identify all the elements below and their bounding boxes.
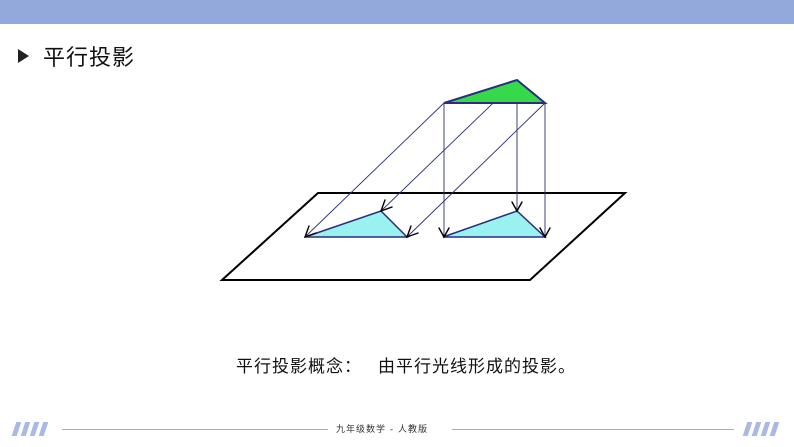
oblique-ray-left (304, 102, 445, 238)
section-heading: 平行投影 (18, 40, 135, 72)
concept-label: 平行投影概念： (236, 357, 362, 377)
object-triangle (443, 78, 548, 104)
arrowhead (405, 225, 419, 239)
footer-course-label: 九年级数学 - 人教版 (336, 425, 428, 435)
top-bar (0, 0, 794, 24)
oblique-ray-right (406, 102, 546, 238)
arrowhead (303, 225, 317, 239)
arrowhead (511, 201, 523, 213)
footer-divider-left (62, 429, 328, 430)
projection-plane (219, 192, 628, 281)
page-title: 平行投影 (43, 46, 136, 71)
footer-stripes-right (742, 422, 780, 436)
footer: 九年级数学 - 人教版 (0, 414, 794, 447)
concept-definition: 由平行光线形成的投影。 (378, 357, 576, 377)
orthogonal-shadow-triangle (442, 210, 547, 238)
arrowhead (438, 227, 450, 239)
arrowhead (379, 199, 393, 213)
arrowhead (539, 227, 551, 239)
play-triangle-icon (18, 49, 29, 63)
oblique-shadow-triangle (304, 210, 409, 238)
footer-divider-right (452, 429, 734, 430)
concept-text: 平行投影概念： 由平行光线形成的投影。 (236, 352, 576, 377)
footer-stripes-left (11, 422, 49, 436)
